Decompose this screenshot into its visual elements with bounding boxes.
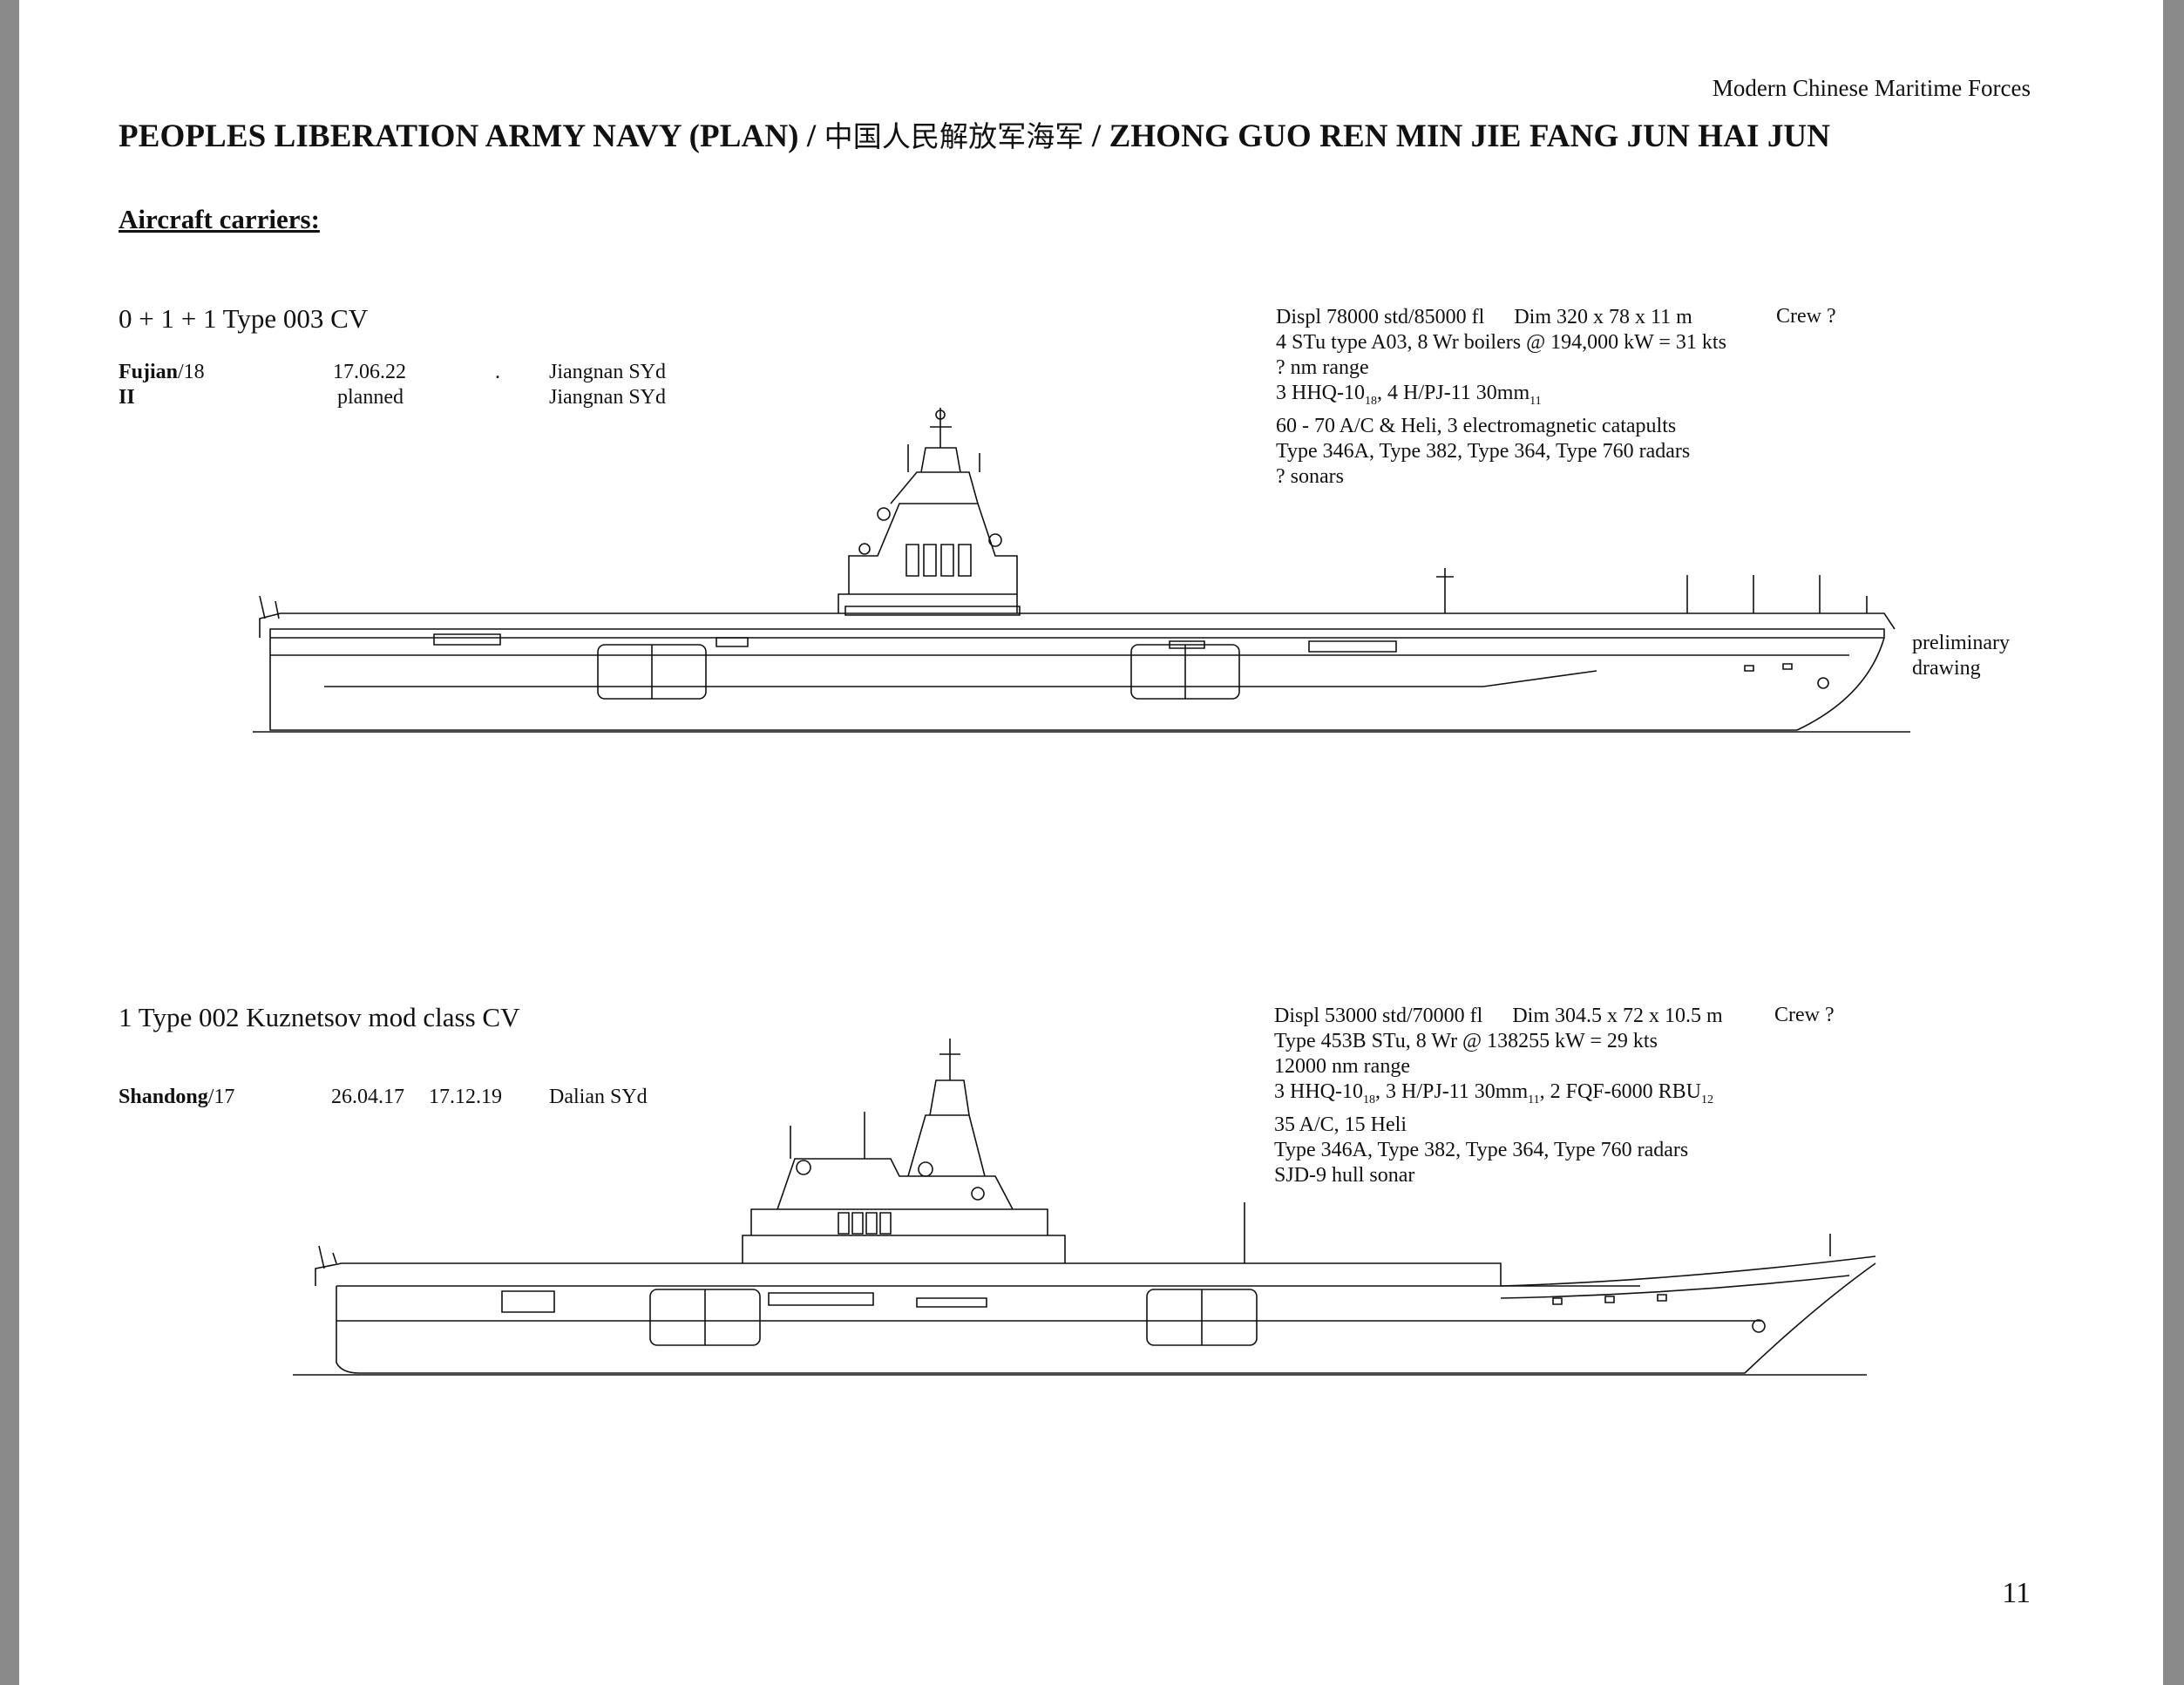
arm-a: 3 HHQ-10 [1276,382,1365,404]
drawing-note: preliminary drawing [1912,631,2010,681]
ship-name-bold: Shandong [119,1086,208,1108]
ship-yard: Jiangnan SYd [549,361,666,383]
ship-name-bold: II [119,386,135,409]
spec-dim: Dim 304.5 x 72 x 10.5 m [1512,1005,1723,1027]
document-page: Modern Chinese Maritime Forces PEOPLES L… [19,0,2163,1685]
spec-range: 12000 nm range [1274,1055,1410,1078]
ship-profile-drawing-type-003 [228,409,1936,741]
class-title: 0 + 1 + 1 Type 003 CV [119,303,369,334]
ship-profile-drawing-type-002 [281,1028,1902,1377]
running-header: Modern Chinese Maritime Forces [1712,75,2031,101]
arm-a-sub: 18 [1365,394,1377,408]
ship-date-launched: planned [337,386,404,409]
spec-displ: Displ 78000 std/85000 fl [1276,306,1485,328]
ship-yard: Dalian SYd [549,1086,648,1108]
spec-propulsion: 4 STu type A03, 8 Wr boilers @ 194,000 k… [1276,331,1726,354]
section-heading: Aircraft carriers: [119,204,320,234]
specs-line: Displ 53000 std/70000 fl Dim 304.5 x 72 x… [1274,1004,1723,1029]
ship-date-launched: 26.04.17 [331,1086,404,1108]
spec-radars: Type 346A, Type 382, Type 364, Type 760 … [1274,1138,1689,1161]
ship-pennant: /18 [178,361,205,383]
spec-dim: Dim 320 x 78 x 11 m [1514,306,1692,328]
arm-b-sub: 11 [1528,1093,1540,1106]
arm-b: , 4 H/PJ-11 30mm [1377,382,1530,404]
ship-name: II [119,386,135,409]
ship-date-commissioned: 17.12.19 [429,1086,502,1108]
class-title: 1 Type 002 Kuznetsov mod class CV [119,1002,520,1032]
spec-propulsion: Type 453B STu, 8 Wr @ 138255 kW = 29 kts [1274,1030,1658,1052]
ship-date-launched: 17.06.22 [333,361,406,383]
spec-crew: Crew ? [1774,1004,1835,1026]
page-title-chinese: 中国人民解放军海军 [824,119,1084,153]
page-number: 11 [2002,1577,2031,1609]
specs-block: Displ 78000 std/85000 fl Dim 320 x 78 x 1… [1276,305,1726,490]
drawing-note-line: drawing [1912,657,1981,680]
ship-date-commissioned: . [495,361,500,383]
arm-c: , 2 FQF-6000 RBU [1539,1080,1701,1103]
ship-name: Shandong/17 [119,1086,234,1109]
page-title: PEOPLES LIBERATION ARMY NAVY (PLAN) / 中国… [119,113,1830,155]
ship-pennant: /17 [207,1086,235,1108]
ship-name-bold: Fujian [119,361,179,383]
spec-displ: Displ 53000 std/70000 fl [1274,1005,1483,1027]
ship-name: Fujian/18 [119,361,205,384]
spec-sonar: SJD-9 hull sonar [1274,1163,1415,1187]
spec-range: ? nm range [1276,356,1369,379]
spec-armament: 3 HHQ-1018, 3 H/PJ-11 30mm11, 2 FQF-6000… [1274,1079,1723,1113]
drawing-note-line: preliminary [1912,632,2010,654]
specs-line: Displ 78000 std/85000 fl Dim 320 x 78 x 1… [1276,305,1726,330]
arm-a-sub: 18 [1363,1093,1375,1106]
specs-block: Displ 53000 std/70000 fl Dim 304.5 x 72 x… [1274,1004,1723,1188]
arm-a: 3 HHQ-10 [1274,1080,1363,1103]
spec-sonar: ? sonars [1276,464,1344,488]
arm-b: , 3 H/PJ-11 30mm [1375,1080,1529,1103]
ship-yard: Jiangnan SYd [549,386,666,409]
arm-b-sub: 11 [1529,394,1542,408]
spec-crew: Crew ? [1776,305,1836,328]
spec-aircraft: 60 - 70 A/C & Heli, 3 electromagnetic ca… [1276,414,1677,437]
arm-c-sub: 12 [1700,1093,1713,1106]
page-title-part: / ZHONG GUO REN MIN JIE FANG JUN HAI JUN [1083,118,1831,154]
page-title-part: PEOPLES LIBERATION ARMY NAVY (PLAN) / [119,118,824,154]
spec-aircraft: 35 A/C, 15 Heli [1274,1113,1407,1136]
spec-armament: 3 HHQ-1018, 4 H/PJ-11 30mm11 [1276,381,1726,414]
spec-radars: Type 346A, Type 382, Type 364, Type 760 … [1276,439,1691,463]
